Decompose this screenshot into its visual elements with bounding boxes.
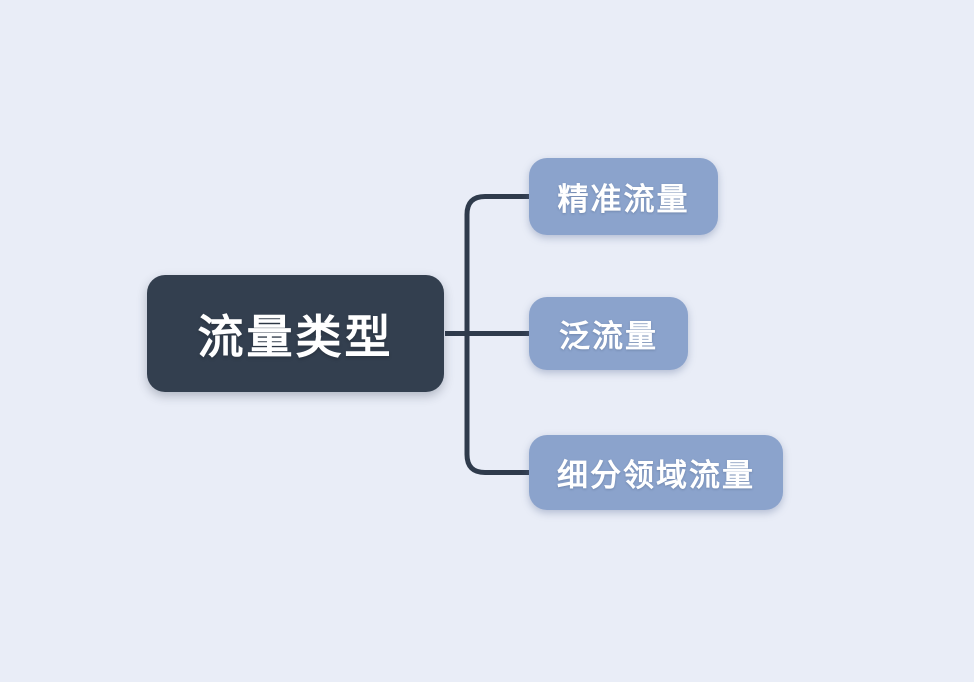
root-node-traffic-type[interactable]: 流量类型	[147, 275, 444, 392]
child-node-label: 精准流量	[557, 182, 690, 217]
child-node-niche-segment-traffic[interactable]: 细分领域流量	[529, 435, 783, 510]
child-node-broad-traffic[interactable]: 泛流量	[529, 297, 688, 370]
root-node-label: 流量类型	[197, 310, 394, 363]
child-node-label: 细分领域流量	[557, 458, 755, 493]
connector-branch-top-and-bottom	[464, 194, 529, 475]
child-node-label: 泛流量	[559, 319, 658, 354]
child-node-precise-traffic[interactable]: 精准流量	[529, 158, 718, 235]
